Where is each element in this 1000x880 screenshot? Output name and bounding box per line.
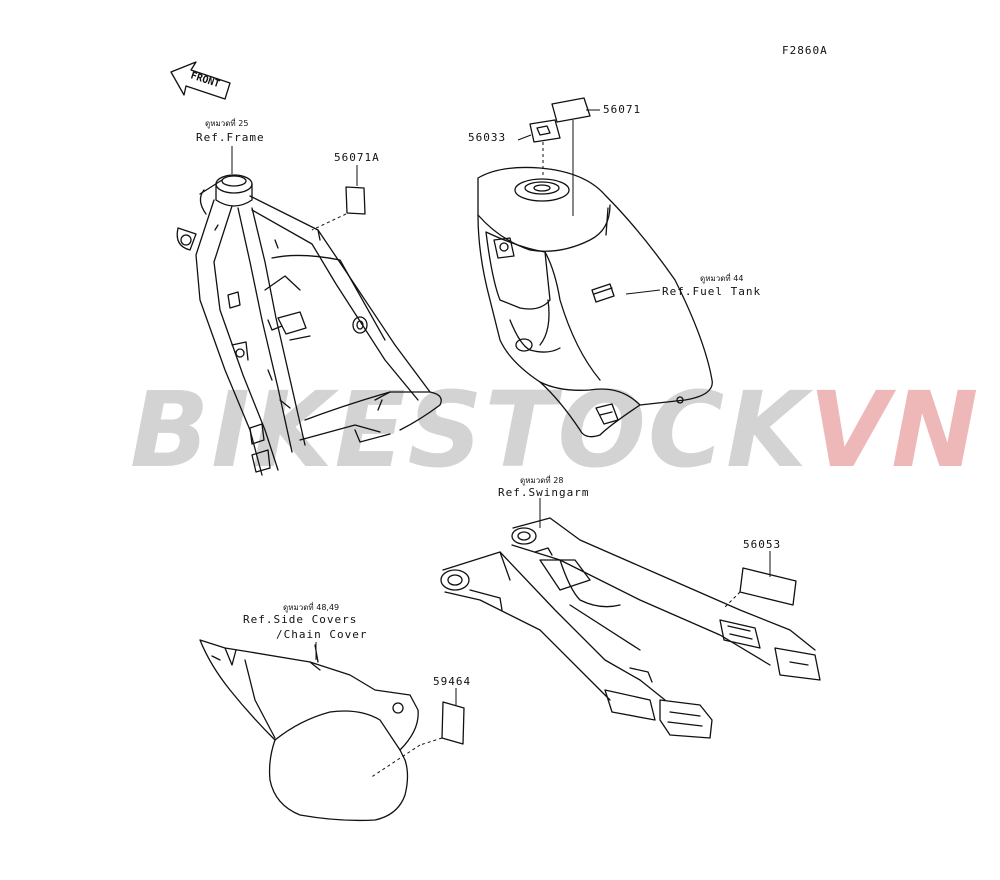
label-56071-shape [551, 97, 591, 123]
part-number-59464: 59464 [433, 675, 472, 688]
ref-frame-thai: ดูหมวดที่ 25 [205, 119, 249, 128]
label-56053-shape [739, 567, 797, 606]
side-cover-drawing [199, 639, 419, 822]
swingarm-drawing [440, 517, 821, 739]
ref-swingarm-thai: ดูหมวดที่ 28 [520, 476, 564, 485]
part-number-56071: 56071 [603, 103, 642, 116]
label-56071a-shape [345, 186, 366, 215]
fuel-tank-drawing [477, 166, 713, 438]
front-arrow [170, 61, 231, 100]
ref-swingarm-label: Ref.Swingarm [498, 486, 590, 499]
ref-side-covers-label: Ref.Side Covers [243, 613, 358, 626]
part-number-56053: 56053 [743, 538, 782, 551]
ref-chain-cover-label: /Chain Cover [276, 628, 368, 641]
frame-drawing [176, 174, 442, 476]
part-number-56071a: 56071A [334, 151, 380, 164]
ref-fuel-tank-thai: ดูหมวดที่ 44 [700, 274, 744, 283]
label-59464-shape [441, 701, 465, 745]
watermark-part1: BIKESTOCK [130, 369, 809, 491]
ref-fuel-tank-label: Ref.Fuel Tank [662, 285, 762, 298]
label-56033-shape [529, 119, 561, 143]
ref-frame-label: Ref.Frame [196, 131, 265, 144]
watermark: BIKESTOCKVN [130, 378, 980, 482]
figure-code: F2860A [782, 44, 828, 57]
watermark-part2: VN [808, 369, 981, 491]
part-number-56033: 56033 [468, 131, 507, 144]
leader-lines [231, 109, 771, 779]
ref-side-covers-thai: ดูหมวดที่ 48,49 [283, 603, 340, 612]
